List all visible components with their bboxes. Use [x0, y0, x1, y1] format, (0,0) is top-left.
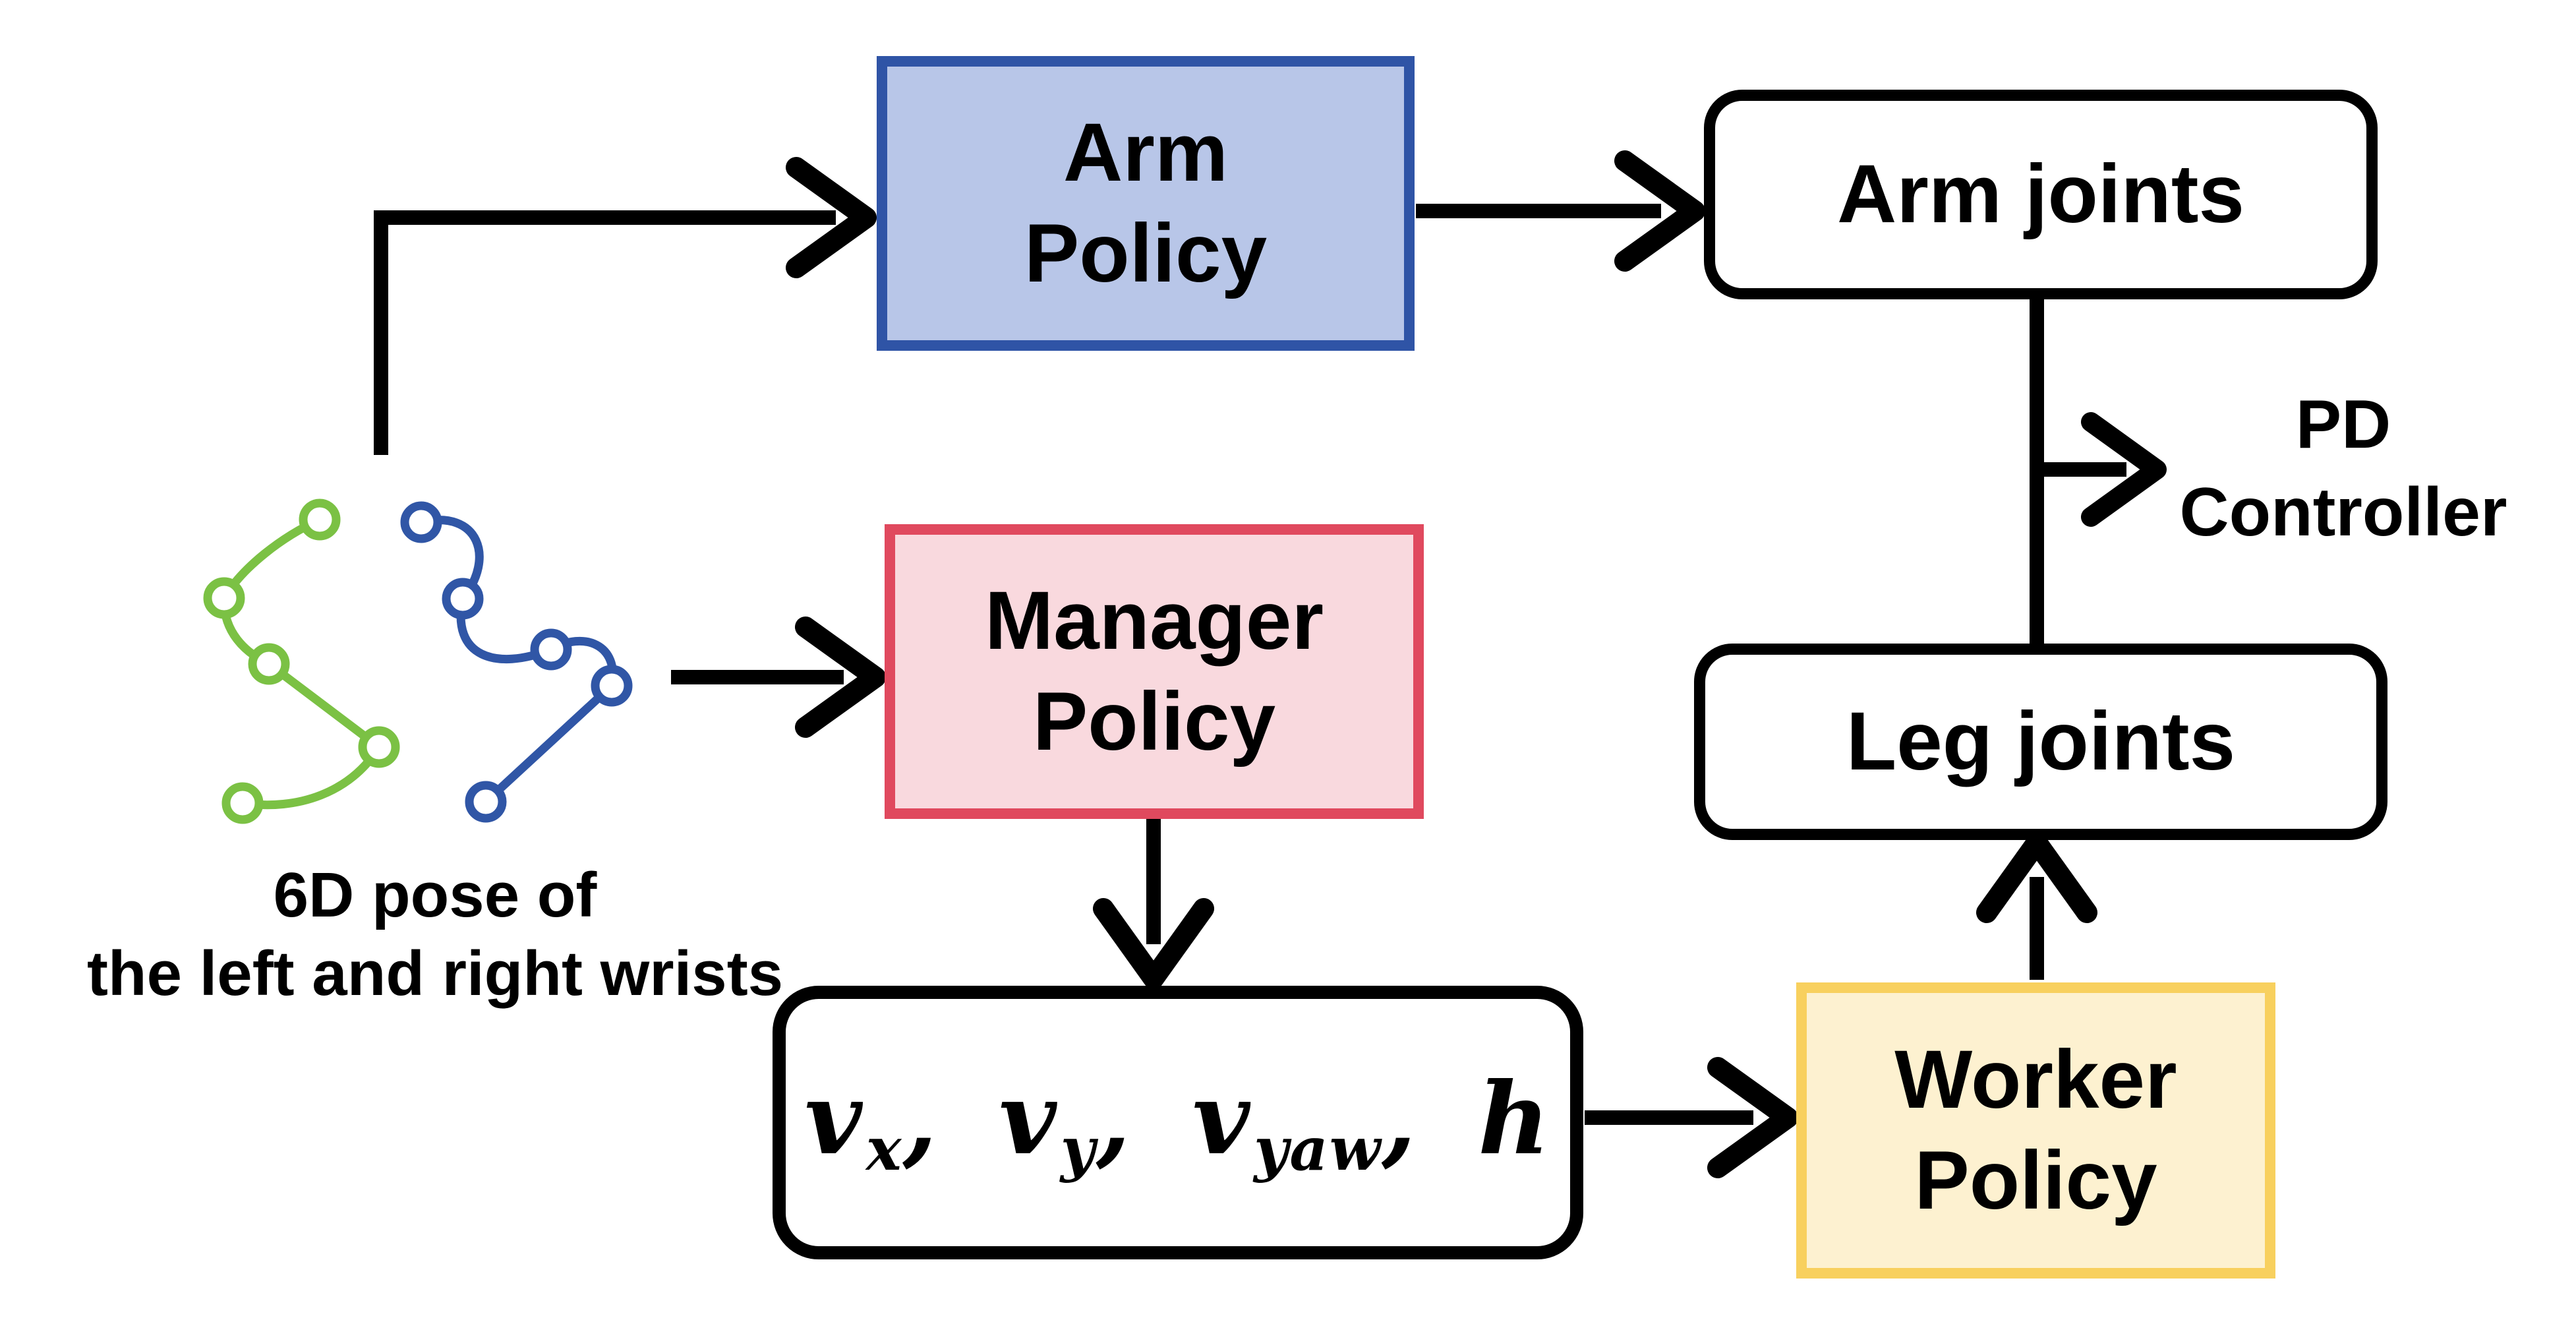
arrowhead-down — [1093, 898, 1214, 989]
arrow-worker-to-leg-joints — [1976, 832, 2097, 980]
arrowhead-right — [1614, 150, 1705, 272]
arrowhead-up — [1976, 832, 2097, 923]
pd-controller-label-line2: Controller — [2179, 474, 2507, 551]
velocity-command-box: vx, vy, vyaw, h — [773, 986, 1583, 1259]
trajectory-node — [248, 643, 290, 685]
command-term: vyaw, — [1192, 1060, 1453, 1185]
trajectory-node — [591, 665, 633, 707]
trajectory-node — [530, 628, 572, 671]
arrow-branch-to-pd-controller — [2037, 412, 2167, 527]
leg-joints-box: Leg joints — [1694, 644, 2387, 840]
command-term: vx, — [804, 1060, 975, 1185]
pd-controller-label-line1: PD — [2295, 386, 2391, 463]
command-values: vx, vy, vyaw, h — [805, 1061, 1552, 1184]
command-term: vy, — [999, 1060, 1168, 1185]
arm-joints-box: Arm joints — [1704, 90, 2378, 299]
trajectory-caption-line2: the left and right wrists — [86, 938, 784, 1009]
trajectory-node — [358, 726, 400, 768]
arrowhead-right — [2081, 412, 2167, 527]
arrow-manager-to-command — [1093, 819, 1214, 989]
trajectory-node — [400, 501, 442, 543]
trajectory-node — [442, 578, 484, 620]
arrow-arm-policy-to-arm-joints — [1416, 150, 1705, 272]
leg-joints-label: Leg joints — [1846, 695, 2236, 787]
manager-policy-label-line1: Manager — [984, 575, 1324, 667]
trajectory-caption: 6D pose of the left and right wrists — [20, 856, 850, 1013]
right-wrist-trajectory — [400, 501, 633, 823]
arm-joints-label: Arm joints — [1836, 148, 2245, 240]
trajectory-node — [465, 781, 507, 823]
trajectory-caption-line1: 6D pose of — [273, 860, 597, 930]
worker-policy-label-line1: Worker — [1894, 1034, 2177, 1126]
manager-policy-label-line2: Policy — [1032, 675, 1276, 767]
worker-policy-label-line2: Policy — [1914, 1134, 2157, 1226]
arrowhead-right — [1707, 1057, 1798, 1178]
arm-policy-label-line1: Arm — [1063, 107, 1229, 198]
pd-controller-label: PD Controller — [2113, 381, 2574, 557]
command-term: h — [1478, 1060, 1552, 1177]
trajectory-node — [299, 498, 341, 541]
trajectory-node — [203, 577, 245, 619]
arrowhead-right — [795, 617, 886, 738]
arm-policy-box: Arm Policy — [877, 56, 1415, 351]
arrow-input-to-arm-policy — [374, 157, 877, 455]
worker-policy-box: Worker Policy — [1796, 982, 2275, 1279]
left-wrist-trajectory — [203, 498, 400, 824]
arrow-input-to-manager-policy — [671, 617, 886, 738]
arm-policy-label-line2: Policy — [1024, 207, 1268, 299]
arrow-command-to-worker — [1585, 1057, 1798, 1178]
manager-policy-box: Manager Policy — [885, 524, 1424, 819]
arrowhead-right — [786, 157, 877, 278]
trajectory-node — [221, 782, 264, 824]
